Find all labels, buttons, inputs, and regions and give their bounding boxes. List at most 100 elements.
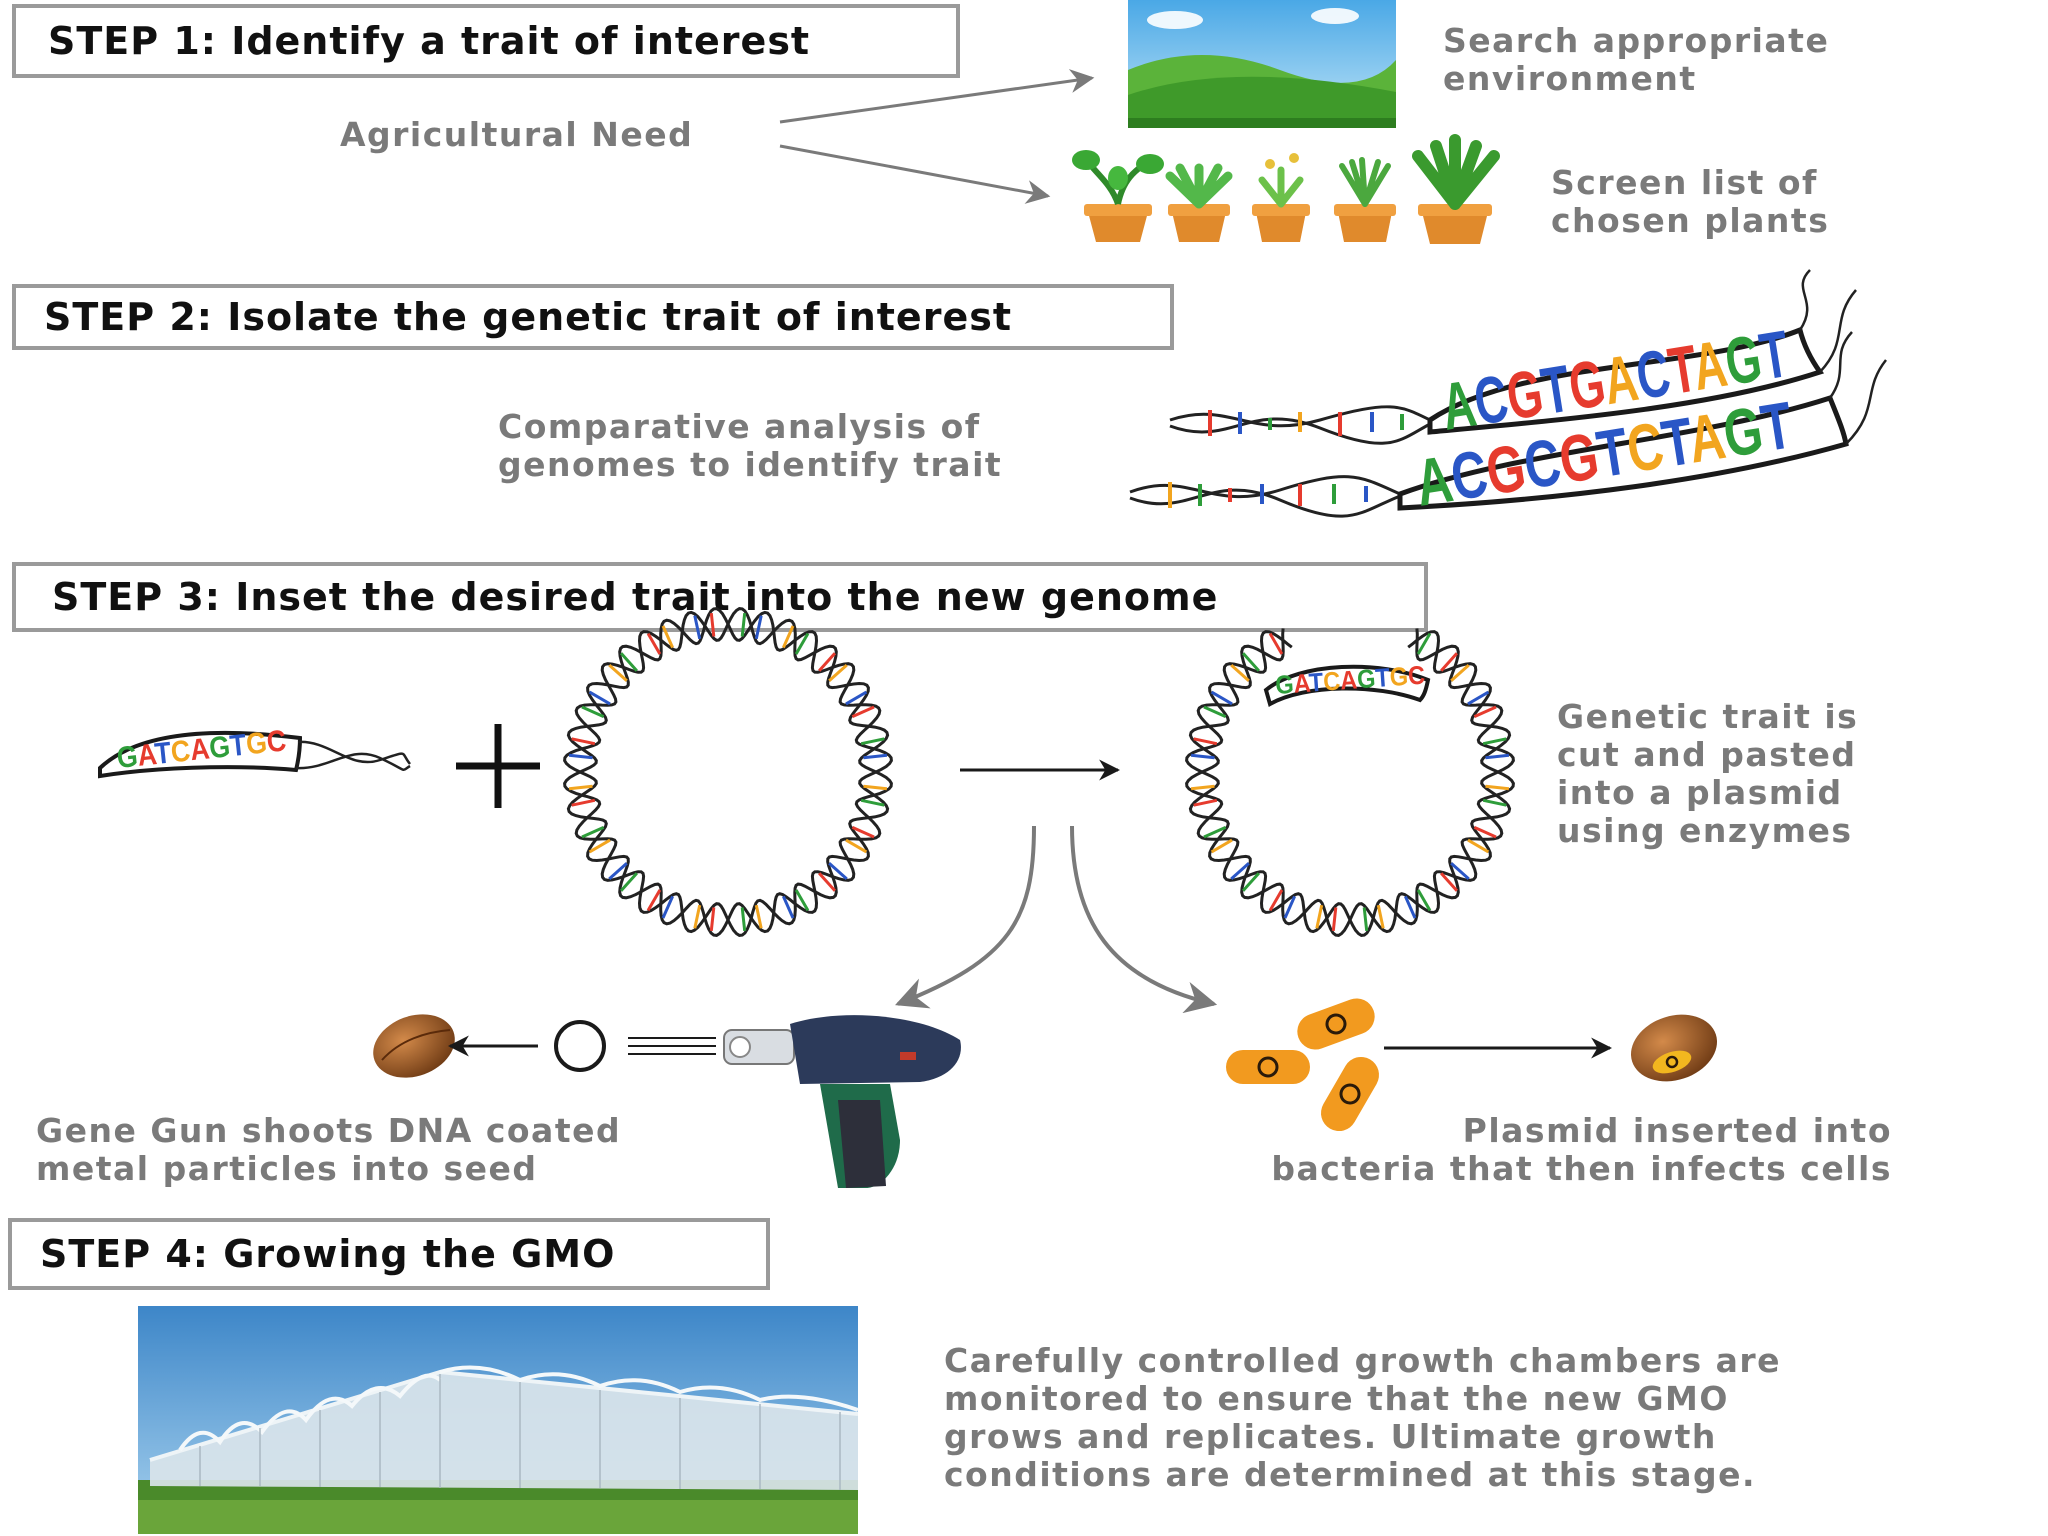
bacteria-caption: Plasmid inserted into bacteria that then… xyxy=(1216,1112,1892,1188)
plasmid-base-pair xyxy=(1283,895,1296,919)
arrow-to-environment xyxy=(779,69,1095,124)
bacteria-line-1: Plasmid inserted into xyxy=(1462,1111,1892,1150)
plasmid-base-pair xyxy=(588,838,611,854)
plasmid-base-pair xyxy=(851,705,875,718)
step-4-label: STEP 4: Growing the GMO xyxy=(40,1232,616,1276)
plasmid-base-pair xyxy=(794,889,810,912)
plasmid-base-pair xyxy=(646,889,662,912)
plasmid-base-pair xyxy=(1440,652,1459,672)
step-3-header: STEP 3: Inset the desired trait into the… xyxy=(12,562,1428,632)
gene-gun-caption: Gene Gun shoots DNA coated metal particl… xyxy=(36,1112,621,1188)
plasmid-base-pair xyxy=(1404,895,1417,919)
particle-trail xyxy=(628,1037,716,1055)
bacteria-cells xyxy=(1226,998,1379,1132)
bacteria-line-2: bacteria that then infects cells xyxy=(1271,1149,1892,1188)
plasmid-base-pair xyxy=(845,838,868,854)
plasmid-base-pair xyxy=(782,625,795,649)
plasmid-base-pair xyxy=(818,872,837,892)
plasmid-base-pair xyxy=(588,690,611,706)
cut-paste-line-3: into a plasmid xyxy=(1557,773,1843,812)
plasmid-base-pair xyxy=(1210,838,1233,854)
plasmid-base-pair xyxy=(1485,753,1510,760)
plasmid-base-pair xyxy=(646,632,662,655)
comparative-analysis-line-2: genomes to identify trait xyxy=(498,445,1003,484)
step-2-label: STEP 2: Isolate the genetic trait of int… xyxy=(44,295,1013,339)
growth-line-3: grows and replicates. Ultimate growth xyxy=(944,1417,1717,1456)
plasmid-base-pair xyxy=(754,904,763,929)
plasmid-base-pair xyxy=(608,862,628,881)
plasmid-base-pair xyxy=(828,663,848,682)
plasmid-base-pair xyxy=(1482,798,1507,807)
plasmid-base-pair xyxy=(1268,632,1284,655)
plasmid-base-pair xyxy=(851,826,875,839)
metal-particle xyxy=(554,1020,606,1072)
growth-line-2: monitored to ensure that the new GMO xyxy=(944,1379,1729,1418)
plasmid-base-pair xyxy=(1331,907,1338,932)
plasmid-base-pair xyxy=(1473,826,1497,839)
arrow-to-bacteria xyxy=(1070,825,1218,1014)
plasmid-base-pair xyxy=(1268,889,1284,912)
plasmid-base-pair xyxy=(1440,872,1459,892)
screen-plants-line-1: Screen list of xyxy=(1551,163,1818,202)
plasmid-base-pair xyxy=(568,753,593,760)
plasmid-base-pair xyxy=(619,652,638,672)
potted-plants xyxy=(1072,134,1500,244)
landscape-image xyxy=(1128,0,1396,128)
plasmid-sequence-text: GATCAGTGC xyxy=(1274,660,1426,700)
plasmid-base-pair xyxy=(608,663,628,682)
step-2-header: STEP 2: Isolate the genetic trait of int… xyxy=(12,284,1174,350)
gene-gun-line-2: metal particles into seed xyxy=(36,1149,538,1188)
plasmid-base-pair xyxy=(1230,862,1250,881)
growth-line-1: Carefully controlled growth chambers are xyxy=(944,1341,1782,1380)
plasmid-base-pair xyxy=(661,625,674,649)
plasmid-base-pair xyxy=(1241,652,1260,672)
gene-gun-line-1: Gene Gun shoots DNA coated xyxy=(36,1111,622,1150)
plasmid-base-pair xyxy=(1241,872,1260,892)
dna-fragment: GATCAGTGC xyxy=(98,724,411,779)
step-1-label: STEP 1: Identify a trait of interest xyxy=(48,19,811,63)
fragment-sequence-text: GATCAGTGC xyxy=(115,724,288,775)
plasmid-base-pair xyxy=(1203,826,1227,839)
plasmid-insert: GATCAGTGC xyxy=(1263,660,1431,707)
plasmid-base-pair xyxy=(571,737,596,746)
plasmid-base-pair xyxy=(581,705,605,718)
plasmid-base-pair xyxy=(1210,690,1233,706)
plasmid-backbone-strand xyxy=(563,607,893,937)
seed-left xyxy=(373,1014,455,1078)
plasmid-base-pair xyxy=(1362,907,1369,932)
plasmid-base-pair xyxy=(845,690,868,706)
screen-plants-line-2: chosen plants xyxy=(1551,201,1830,240)
cut-paste-line-2: cut and pasted xyxy=(1557,735,1857,774)
plasmid-base-pair xyxy=(693,904,702,929)
search-environment-caption: Search appropriate environment xyxy=(1443,22,1829,98)
plasmid-base-pair xyxy=(740,612,747,637)
plasmid-base-pair xyxy=(1190,753,1215,760)
plasmid-base-pair xyxy=(782,895,795,919)
cut-paste-line-1: Genetic trait is xyxy=(1557,697,1859,736)
plasmid-base-pair xyxy=(1485,784,1510,791)
plant-5 xyxy=(1412,134,1500,244)
plasmid-base-pair xyxy=(863,753,888,760)
plasmid-base-pair xyxy=(818,652,837,672)
greenhouse-image xyxy=(138,1306,859,1534)
arrow-to-plants xyxy=(779,144,1051,204)
plant-4 xyxy=(1334,157,1396,242)
step-4-header: STEP 4: Growing the GMO xyxy=(8,1218,770,1290)
dna-strand-2: ACGCGTCTAGT xyxy=(1129,331,1887,520)
step-1-header: STEP 1: Identify a trait of interest xyxy=(12,4,960,78)
plasmid-backbone-strand xyxy=(1185,628,1515,937)
plasmid-base-pair xyxy=(1193,737,1218,746)
sequence-1-text: ACGTGACTAGT xyxy=(1437,316,1794,444)
plasmid-base-pair xyxy=(1473,705,1497,718)
plasmid-backbone-strand xyxy=(563,607,893,937)
sequence-2-text: ACGCGTCTAGT xyxy=(1411,387,1798,520)
search-environment-line-2: environment xyxy=(1443,59,1697,98)
plasmid-base-pair xyxy=(1190,784,1215,791)
plasmid-base-pair xyxy=(1467,690,1490,706)
plasmid-base-pair xyxy=(1450,663,1470,682)
plasmid-base-pair xyxy=(709,612,716,637)
plant-2 xyxy=(1165,163,1233,242)
screen-plants-caption: Screen list of chosen plants xyxy=(1551,164,1829,240)
comparative-analysis-line-1: Comparative analysis of xyxy=(498,407,981,446)
